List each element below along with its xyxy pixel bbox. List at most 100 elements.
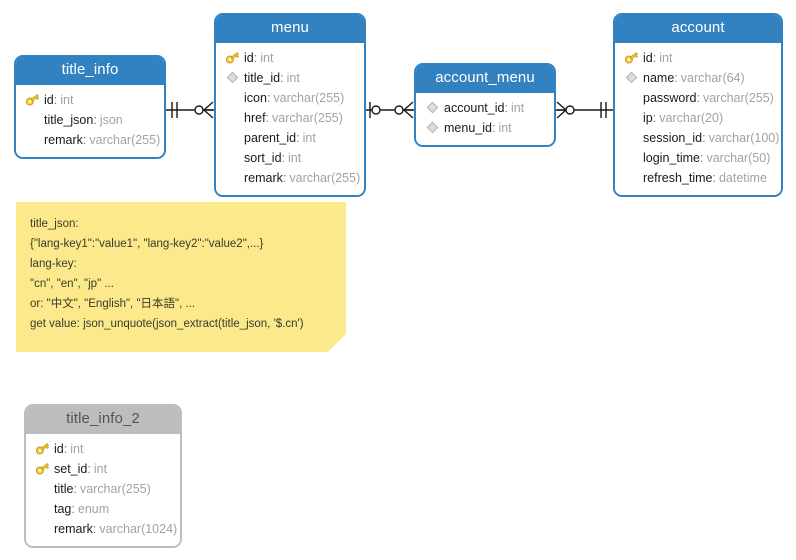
field-row[interactable]: menu_id:int xyxy=(422,118,548,138)
field-row[interactable]: id:int xyxy=(22,90,158,110)
field-type: varchar(255) xyxy=(272,110,343,125)
field-type: varchar(255) xyxy=(702,90,774,105)
field-name: refresh_time xyxy=(643,170,713,185)
field-separator: : xyxy=(71,501,75,516)
field-name: title_id xyxy=(244,70,281,85)
field-row[interactable]: account_id:int xyxy=(422,98,548,118)
field-indent-spacer xyxy=(32,481,52,497)
field-name: title_json xyxy=(44,112,94,127)
field-row[interactable]: refresh_time:datetime xyxy=(621,168,775,188)
field-separator: : xyxy=(699,150,704,165)
entity-title-menu: menu xyxy=(216,15,364,43)
field-separator: : xyxy=(53,92,58,107)
field-row[interactable]: id:int xyxy=(32,439,174,459)
field-name: ip xyxy=(643,110,653,125)
primary-key-icon xyxy=(32,461,52,477)
field-indent-spacer xyxy=(222,90,242,106)
primary-key-icon xyxy=(222,50,242,66)
field-name: remark xyxy=(44,132,83,147)
field-row[interactable]: ip:varchar(20) xyxy=(621,108,775,128)
relationship-title-info-menu xyxy=(166,101,214,119)
field-row[interactable]: set_id:int xyxy=(32,459,174,479)
field-separator: : xyxy=(281,150,286,165)
field-indent-spacer xyxy=(621,150,641,166)
field-row[interactable]: name:varchar(64) xyxy=(621,68,775,88)
field-separator: : xyxy=(93,112,97,127)
note-line: {"lang-key1":"value1", "lang-key2":"valu… xyxy=(30,238,264,250)
primary-key-icon xyxy=(22,92,42,108)
field-separator: : xyxy=(82,132,87,147)
foreign-key-diamond-icon xyxy=(621,70,641,86)
entity-title-account_menu: account_menu xyxy=(416,65,554,93)
title-json-note[interactable]: title_json:{"lang-key1":"value1", "lang-… xyxy=(16,202,346,352)
field-separator: : xyxy=(280,70,284,85)
field-row[interactable]: password:varchar(255) xyxy=(621,88,775,108)
field-name: parent_id xyxy=(244,130,297,145)
field-type: varchar(20) xyxy=(659,110,724,125)
entity-title-title_info: title_info xyxy=(16,57,164,85)
note-line: lang-key: xyxy=(30,258,77,270)
field-row[interactable]: sort_id:int xyxy=(222,148,358,168)
field-indent-spacer xyxy=(222,110,242,126)
field-row[interactable]: icon:varchar(255) xyxy=(222,88,358,108)
field-row[interactable]: tag:enum xyxy=(32,499,174,519)
field-indent-spacer xyxy=(222,130,242,146)
field-type: int xyxy=(659,50,673,65)
field-row[interactable]: title_json:json xyxy=(22,110,158,130)
field-separator: : xyxy=(282,170,287,185)
field-row[interactable]: parent_id:int xyxy=(222,128,358,148)
field-name: set_id xyxy=(54,461,88,476)
field-separator: : xyxy=(265,110,270,125)
field-indent-spacer xyxy=(22,112,42,128)
field-name: name xyxy=(643,70,675,85)
note-line: "cn", "en", "jp" ... xyxy=(30,278,114,290)
field-row[interactable]: id:int xyxy=(621,48,775,68)
field-row[interactable]: remark:varchar(255) xyxy=(22,130,161,150)
field-name: login_time xyxy=(643,150,700,165)
entity-title-title_info_2: title_info_2 xyxy=(26,406,180,434)
field-row[interactable]: title_id:int xyxy=(222,68,358,88)
field-name: id xyxy=(643,50,653,65)
field-row[interactable]: session_id:varchar(100) xyxy=(621,128,779,148)
field-type: json xyxy=(99,112,123,127)
field-indent-spacer xyxy=(621,110,641,126)
field-type: varchar(255) xyxy=(273,90,345,105)
field-indent-spacer xyxy=(621,90,641,106)
field-row[interactable]: href:varchar(255) xyxy=(222,108,358,128)
field-name: id xyxy=(44,92,54,107)
field-type: varchar(50) xyxy=(706,150,771,165)
field-row[interactable]: login_time:varchar(50) xyxy=(621,148,775,168)
field-separator: : xyxy=(87,461,91,476)
field-type: enum xyxy=(77,501,110,516)
field-indent-spacer xyxy=(32,521,52,537)
field-name: remark xyxy=(244,170,283,185)
relationship-account-menu-account xyxy=(556,101,613,119)
field-row[interactable]: id:int xyxy=(222,48,358,68)
field-type: varchar(100) xyxy=(708,130,780,145)
field-type: varchar(255) xyxy=(289,170,361,185)
field-indent-spacer xyxy=(621,170,641,186)
field-row[interactable]: remark:varchar(255) xyxy=(222,168,361,188)
field-type: int xyxy=(302,130,316,145)
note-line: get value: json_unquote(json_extract(tit… xyxy=(30,318,304,330)
field-name: sort_id xyxy=(244,150,282,165)
field-indent-spacer xyxy=(32,501,52,517)
field-row[interactable]: remark:varchar(1024) xyxy=(32,519,177,539)
field-type: varchar(255) xyxy=(89,132,161,147)
field-separator: : xyxy=(266,90,271,105)
field-name: id xyxy=(244,50,254,65)
foreign-key-diamond-icon xyxy=(422,120,442,136)
field-type: int xyxy=(510,100,525,115)
field-name: tag xyxy=(54,501,72,516)
field-type: int xyxy=(70,441,84,456)
field-type: varchar(255) xyxy=(79,481,151,496)
field-row[interactable]: title:varchar(255) xyxy=(32,479,174,499)
field-indent-spacer xyxy=(22,132,42,148)
